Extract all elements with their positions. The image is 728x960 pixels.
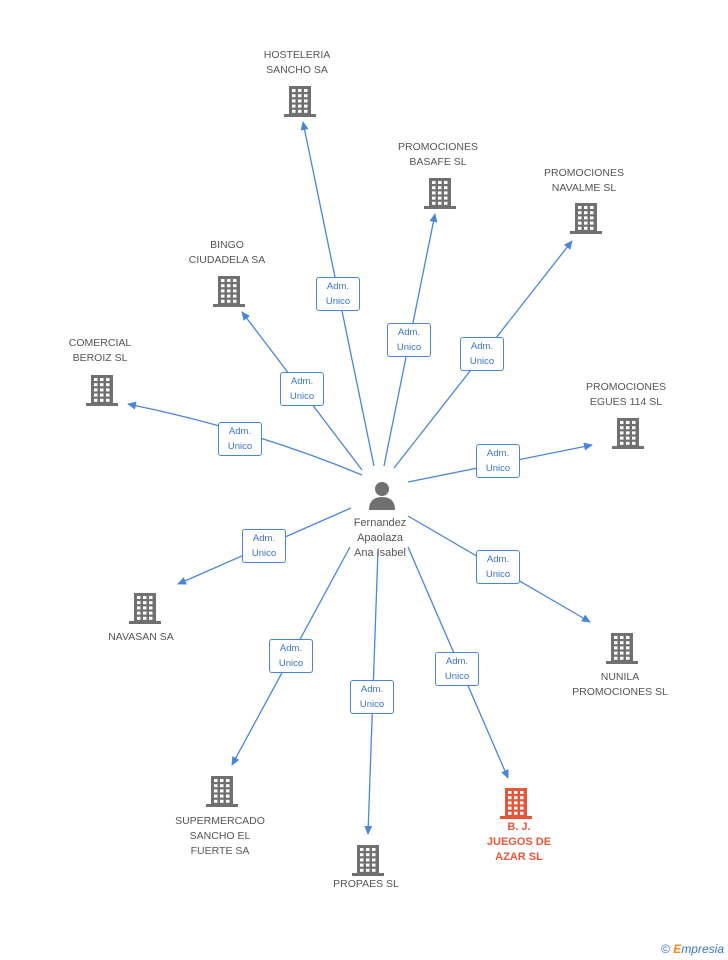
building-icon-bingo[interactable] (213, 276, 245, 307)
company-label-propaes[interactable]: PROPAES SL (333, 878, 399, 890)
building-icon-hosteleria[interactable] (284, 86, 316, 117)
edge-label-propaes: Adm. Unico (350, 680, 394, 714)
company-label-bj[interactable]: B. J. JUEGOS DE AZAR SL (486, 821, 552, 863)
company-label-supermercado[interactable]: SUPERMERCADO SANCHO EL FUERTE SA (175, 815, 265, 857)
logo-text: mpresia (681, 942, 724, 956)
copyright-symbol: © (661, 942, 670, 956)
building-icon-nunila[interactable] (606, 633, 638, 664)
company-label-egues[interactable]: PROMOCIONES EGUES 114 SL (586, 381, 666, 408)
building-icon-egues[interactable] (612, 418, 644, 449)
edge-label-bingo: Adm. Unico (280, 372, 324, 406)
edge-label-nunila: Adm. Unico (476, 550, 520, 584)
edge-label-bj: Adm. Unico (435, 652, 479, 686)
company-label-comercial[interactable]: COMERCIAL BEROIZ SL (68, 337, 132, 364)
person-name-label[interactable]: Fernandez Apaolaza Ana Isabel (353, 517, 407, 559)
building-icon-supermercado[interactable] (206, 776, 238, 807)
building-icon-comercial[interactable] (86, 375, 118, 406)
edge-label-navasan: Adm. Unico (242, 529, 286, 563)
building-icon-navalme[interactable] (570, 203, 602, 234)
building-icon-bj[interactable] (500, 788, 532, 819)
edge-label-supermercado: Adm. Unico (269, 639, 313, 673)
edge-label-basafe: Adm. Unico (387, 323, 431, 357)
building-icon-basafe[interactable] (424, 178, 456, 209)
empresia-logo: © Empresia (661, 942, 724, 956)
edge-label-navalme: Adm. Unico (460, 337, 504, 371)
edge-label-comercial: Adm. Unico (218, 422, 262, 456)
company-label-basafe[interactable]: PROMOCIONES BASAFE SL (398, 141, 478, 168)
edge-label-hosteleria: Adm. Unico (316, 277, 360, 311)
edge-label-egues: Adm. Unico (476, 444, 520, 478)
company-label-navasan[interactable]: NAVASAN SA (108, 631, 174, 643)
logo-initial: E (673, 942, 682, 956)
company-label-nunila[interactable]: NUNILA PROMOCIONES SL (572, 671, 668, 698)
company-label-hosteleria[interactable]: HOSTELERIA SANCHO SA (263, 49, 331, 76)
company-label-navalme[interactable]: PROMOCIONES NAVALME SL (544, 167, 624, 194)
building-icon-propaes[interactable] (352, 845, 384, 876)
building-icon-navasan[interactable] (129, 593, 161, 624)
company-label-bingo[interactable]: BINGO CIUDADELA SA (188, 239, 266, 266)
person-icon[interactable] (369, 482, 395, 510)
